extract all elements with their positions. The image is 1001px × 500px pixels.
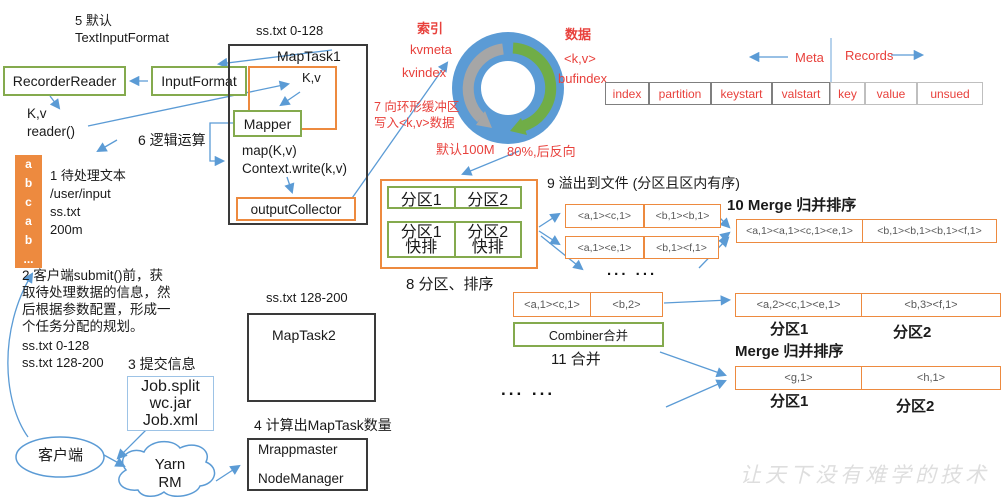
ring-buffer-icon	[452, 32, 564, 144]
client-ellipse	[15, 436, 105, 478]
letter: b	[24, 176, 33, 191]
step7-label: 7 向环形缓冲区 写入<k,v>数据	[374, 100, 460, 130]
step5-label: 5 默认 TextInputFormat	[75, 13, 169, 45]
merge-partition1: <a,1><a,1><c,1><e,1>	[736, 219, 863, 243]
data-label: 数据	[565, 27, 592, 42]
record-cell-unsued: unsued	[917, 82, 983, 105]
meta-cell-index: index	[605, 82, 649, 105]
output1-partition1-label: 分区1	[770, 321, 809, 338]
meta-cell-valstart: valstart	[772, 82, 830, 105]
merge2-label: Merge 归并排序	[735, 343, 844, 360]
output1-partition1: <a,2><c,1><e,1>	[735, 293, 862, 317]
combine-input-partition1: <a,1><c,1>	[513, 292, 591, 317]
step3-label: 3 提交信息	[128, 356, 196, 372]
step1-label: 1 待处理文本 /user/input	[50, 168, 126, 201]
output2-partition2-label: 分区2	[896, 398, 935, 415]
yarn-cloud	[118, 440, 216, 498]
letter: a	[25, 157, 32, 172]
threshold-label: 80%,后反向	[507, 144, 576, 159]
client-label: 客户端	[37, 447, 83, 464]
arrows	[7, 38, 925, 482]
maptask2-file-range: ss.txt 128-200	[266, 290, 348, 305]
maptask1-box	[228, 44, 368, 225]
capacity-label: 默认100M	[436, 142, 495, 157]
spill2-partition1: <a,1><e,1>	[565, 236, 644, 259]
step4-label: 4 计算出MapTask数量	[254, 417, 392, 433]
partition-sort-box	[380, 179, 538, 269]
bufindex-label: bufindex	[558, 71, 608, 86]
spill-ellipsis: ... ...	[607, 262, 658, 279]
output1-partition2-label: 分区2	[893, 324, 932, 341]
merge-partition2: <b,1><b,1><b,1><f,1>	[862, 219, 997, 243]
partition-row: 分区1 分区2	[387, 186, 522, 209]
mapper-box: Mapper	[233, 110, 302, 137]
split2-label: ss.txt 128-200	[22, 355, 104, 370]
partition2-cell: 分区2	[467, 191, 509, 209]
combine-ellipsis: ... ...	[501, 380, 556, 399]
mrappmaster-label: Mrappmaster	[258, 442, 338, 457]
meta-cell-keystart: keystart	[711, 82, 772, 105]
partition2-sort-cell: 分区2 快排	[467, 223, 509, 256]
file-info-label: ss.txt 200m	[50, 204, 83, 237]
index-label: 索引	[417, 21, 444, 36]
output1-partition2: <b,3><f,1>	[861, 293, 1001, 317]
step6-label: 6 逻辑运算	[138, 132, 206, 148]
input-format-box: InputFormat	[151, 66, 247, 96]
output2-partition2: <h,1>	[861, 366, 1001, 390]
step9-label: 9 溢出到文件 (分区且区内有序)	[547, 175, 740, 191]
spill1-partition1: <a,1><c,1>	[565, 204, 644, 228]
maptask2-box	[247, 313, 376, 402]
step10-label: 10 Merge 归并排序	[727, 197, 857, 214]
yarn-label: Yarn RM	[154, 456, 186, 491]
combiner-box: Combiner合并	[513, 322, 664, 347]
letter: c	[25, 195, 32, 210]
split1-label: ss.txt 0-128	[22, 338, 90, 353]
output-collector-box: outputCollector	[236, 197, 356, 221]
kvindex-label: kvindex	[402, 65, 447, 80]
kvmeta-label: kvmeta	[410, 42, 452, 57]
partition1-sort-cell: 分区1 快排	[389, 223, 456, 256]
letter: ...	[23, 251, 34, 266]
step11-label: 11 合并	[551, 351, 601, 368]
meta-cell-partition: partition	[649, 82, 711, 105]
step8-label: 8 分区、排序	[406, 276, 494, 293]
records-label: Records	[845, 48, 894, 63]
job-files-box: Job.split wc.jar Job.xml	[127, 376, 214, 431]
kv-reader-label: K,v reader()	[27, 106, 76, 139]
mrappmaster-box	[247, 438, 368, 491]
maptask1-title: MapTask1	[277, 48, 341, 64]
maptask1-file-range: ss.txt 0-128	[256, 23, 324, 38]
output2-partition1-label: 分区1	[770, 393, 809, 410]
spill1-partition2: <b,1><b,1>	[644, 204, 721, 228]
map-code-label: map(K,v) Context.write(k,v)	[242, 143, 348, 176]
record-cell-value: value	[865, 82, 917, 105]
input-file-strip: a b c a b ...	[15, 155, 42, 268]
quicksort-row: 分区1 快排 分区2 快排	[387, 221, 522, 258]
combine-input-partition2: <b,2>	[590, 292, 663, 317]
meta-label: Meta	[795, 50, 824, 65]
letter: b	[24, 232, 33, 247]
kv-pair-label: <k,v>	[564, 51, 596, 66]
partition1-cell: 分区1	[389, 188, 456, 209]
spill2-partition2: <b,1><f,1>	[644, 236, 719, 259]
kv-label: K,v	[302, 70, 321, 85]
watermark: 让天下没有难学的技术	[740, 463, 990, 487]
nodemanager-label: NodeManager	[258, 471, 344, 486]
maptask2-title: MapTask2	[272, 327, 336, 343]
letter: a	[25, 213, 32, 228]
step2-label: 2 客户端submit()前，获 取待处理数据的信息，然 后根据参数配置，形成一…	[22, 268, 171, 334]
recorder-reader-box: RecorderReader	[3, 66, 126, 96]
record-cell-key: key	[830, 82, 865, 105]
output2-partition1: <g,1>	[735, 366, 862, 390]
